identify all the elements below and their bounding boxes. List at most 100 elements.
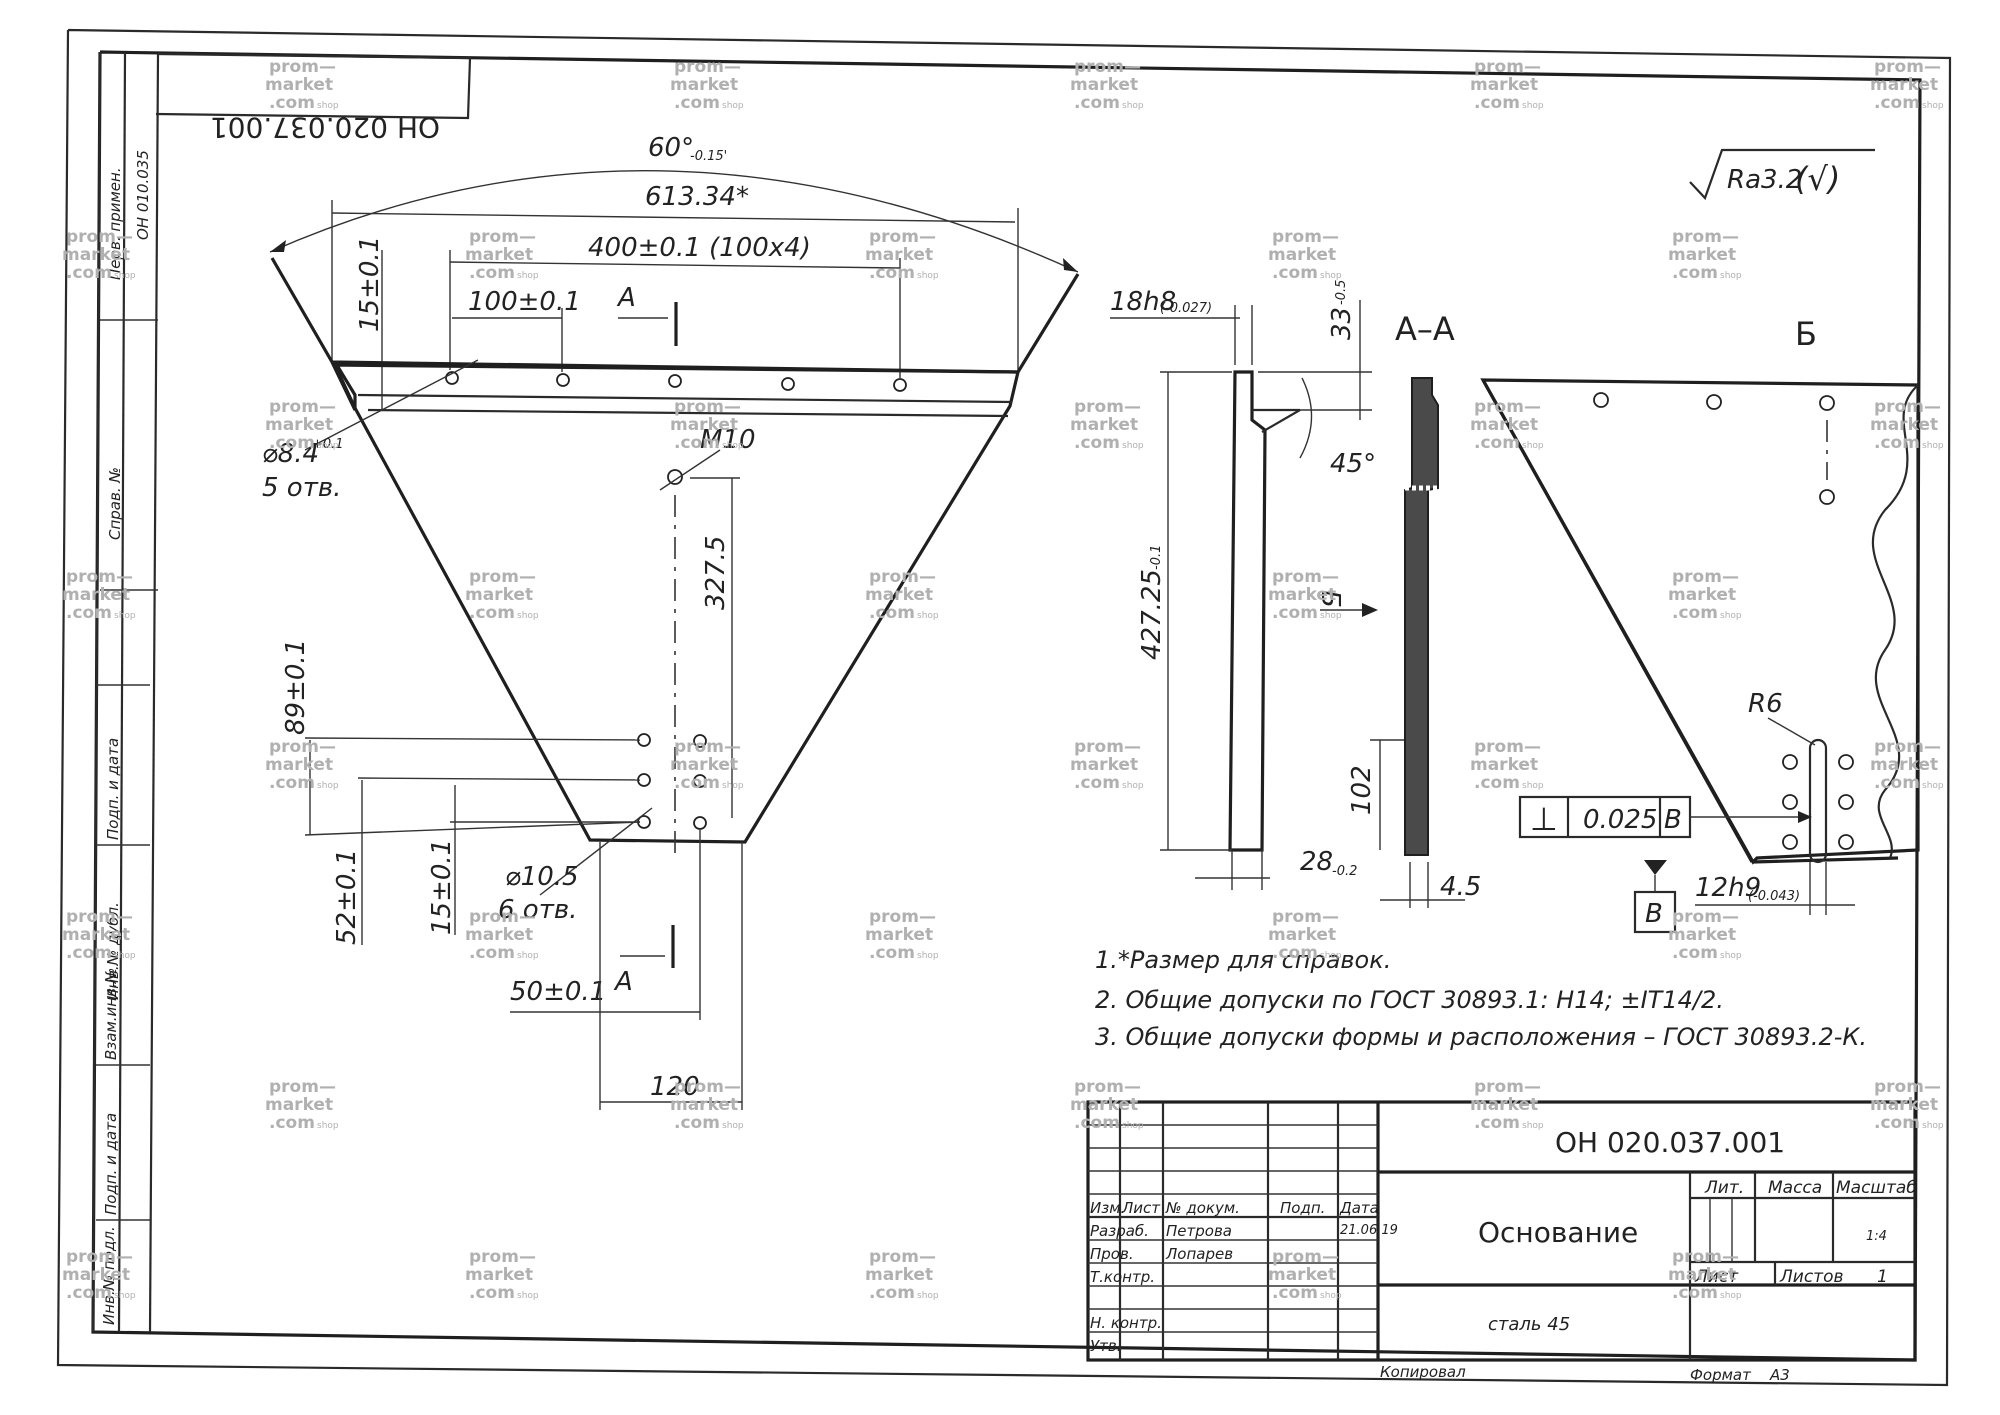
svg-text:market: market: [1268, 1265, 1336, 1285]
top-hole: [556, 373, 570, 387]
svg-text:market: market: [1668, 925, 1736, 945]
surface-finish-symbol: Ra3.2 (√): [1689, 148, 1875, 201]
title-block: Изм. Лист № докум. Подп. Дата Разраб. Пе…: [1086, 1100, 1917, 1384]
tolerance-value: 0.025: [1583, 805, 1657, 835]
side-strip: Перв. примен. ОН 010.035 Справ. № Подп. …: [91, 51, 160, 1333]
svg-text:prom—: prom—: [1074, 397, 1141, 417]
svg-text:.com: .com: [869, 1283, 915, 1303]
svg-text:prom—: prom—: [869, 1247, 936, 1267]
svg-text:prom—: prom—: [1474, 1077, 1541, 1097]
dim-gap-15: 15±0.1: [427, 839, 457, 935]
dim-width-18: 18h8: [1110, 287, 1176, 317]
svg-text:.com: .com: [1874, 773, 1920, 793]
sheets-value: 1: [1877, 1267, 1888, 1287]
view-b-label: Б: [1795, 315, 1817, 353]
dim-height-total: 427.25: [1137, 569, 1167, 660]
svg-text:prom—: prom—: [1672, 1247, 1739, 1267]
dim-height-total-tol: -0.1: [1149, 545, 1164, 570]
view-b-hole: [1593, 392, 1609, 408]
dim-gap-52: 52±0.1: [332, 849, 362, 945]
row-razrab: Разраб.: [1090, 1222, 1149, 1240]
svg-text:shop: shop: [1522, 1121, 1544, 1131]
top-hole: [668, 374, 682, 388]
svg-text:.com: .com: [674, 773, 720, 793]
razrab-name: Петрова: [1166, 1222, 1232, 1240]
dim-angle: 60°: [648, 133, 694, 163]
svg-text:market: market: [865, 245, 933, 265]
inv-podl-label: Инв.№ подл.: [100, 1226, 118, 1325]
svg-text:.com: .com: [1874, 1113, 1920, 1133]
svg-text:.com: .com: [869, 263, 915, 283]
tolerance-symbol: ⊥: [1530, 800, 1558, 838]
svg-text:.com: .com: [469, 603, 515, 623]
svg-text:prom—: prom—: [469, 907, 536, 927]
svg-text:market: market: [1470, 755, 1538, 775]
svg-text:shop: shop: [1122, 1121, 1144, 1131]
svg-text:.com: .com: [66, 603, 112, 623]
sprav-no-label: Справ. №: [106, 467, 124, 540]
svg-text:market: market: [1870, 755, 1938, 775]
svg-text:market: market: [465, 245, 533, 265]
svg-text:shop: shop: [917, 271, 939, 281]
dim-height-102: 102: [1347, 765, 1377, 815]
dim-spacing-total: 400±0.1 (100x4): [588, 233, 811, 263]
svg-text:prom—: prom—: [869, 227, 936, 247]
podp-data-2-label: Подп. и дата: [102, 1113, 120, 1215]
surface-finish-value: Ra3.2: [1727, 165, 1802, 195]
svg-text:market: market: [1668, 245, 1736, 265]
svg-text:prom—: prom—: [1074, 1077, 1141, 1097]
svg-text:shop: shop: [1320, 271, 1342, 281]
svg-text:.com: .com: [1074, 433, 1120, 453]
svg-text:market: market: [1870, 415, 1938, 435]
view-b: Б R6 ⊥ 0.025 В В: [1480, 315, 1920, 934]
svg-text:prom—: prom—: [869, 567, 936, 587]
dim-hole-top-tol: +0.1: [312, 437, 344, 452]
svg-text:.com: .com: [469, 943, 515, 963]
svg-text:market: market: [670, 415, 738, 435]
dim-height: 327.5: [701, 536, 731, 610]
dim-thread: M10: [700, 425, 756, 455]
svg-text:prom—: prom—: [66, 227, 133, 247]
thread-hole: [667, 469, 683, 485]
svg-text:.com: .com: [1874, 433, 1920, 453]
dim-hole-top-count: 5 отв.: [262, 473, 341, 503]
svg-text:market: market: [865, 585, 933, 605]
svg-text:shop: shop: [1122, 781, 1144, 791]
svg-text:market: market: [265, 755, 333, 775]
svg-text:prom—: prom—: [1074, 57, 1141, 77]
section-letter-bottom: А: [613, 967, 633, 997]
format-value: А3: [1769, 1366, 1790, 1384]
svg-text:prom—: prom—: [1672, 567, 1739, 587]
dim-hole-bottom-count: 6 отв.: [498, 895, 577, 925]
dim-angle-45: 45°: [1330, 449, 1376, 479]
side-view: 18h8 (-0.027) 33 -0.5 45° 427.25 -0.1 Б …: [1110, 280, 1410, 890]
svg-text:shop: shop: [114, 611, 136, 621]
svg-text:shop: shop: [1720, 611, 1742, 621]
svg-text:shop: shop: [1320, 611, 1342, 621]
svg-text:shop: shop: [1320, 1291, 1342, 1301]
svg-text:.com: .com: [1074, 773, 1120, 793]
svg-text:.com: .com: [1474, 93, 1520, 113]
col-izm: Изм.: [1090, 1199, 1125, 1217]
copied-label: Копировал: [1380, 1363, 1466, 1381]
dim-45: 4.5: [1440, 872, 1481, 902]
svg-text:shop: shop: [114, 271, 136, 281]
